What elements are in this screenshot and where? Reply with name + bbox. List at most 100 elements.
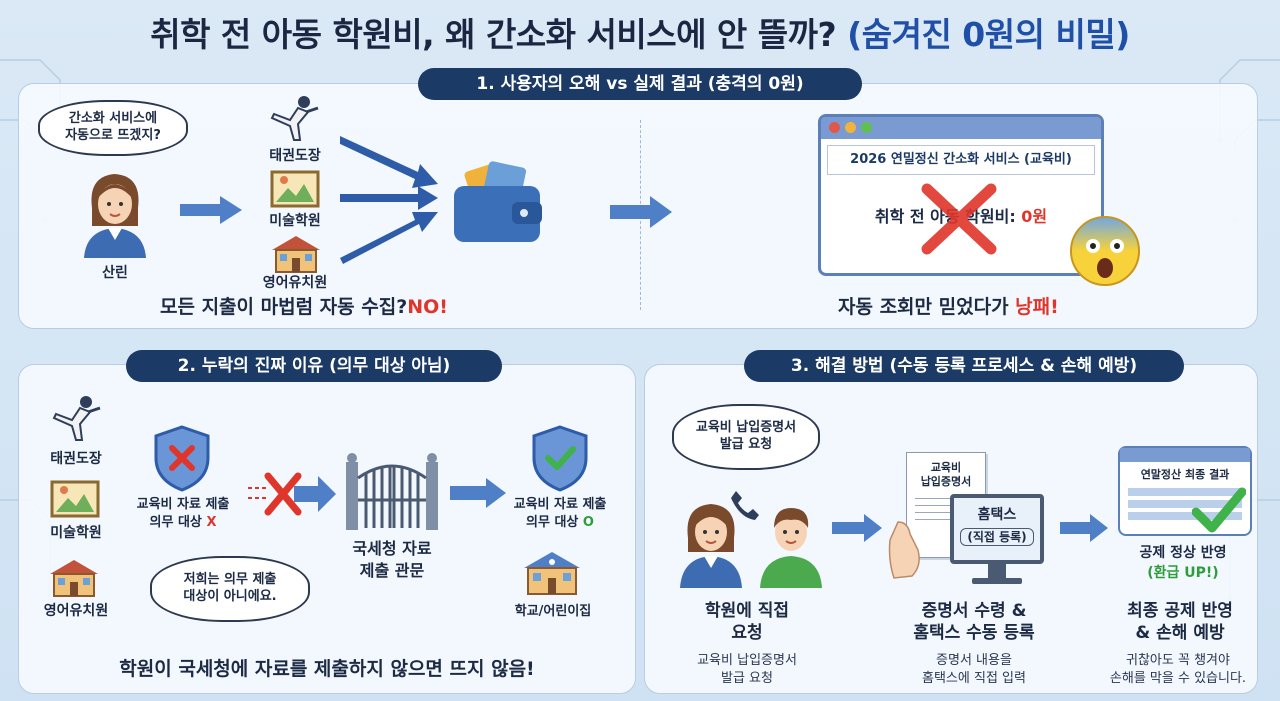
school-building-icon-2 — [50, 560, 98, 597]
gate-label: 국세청 자료 제출 관문 — [330, 538, 454, 581]
person-label: 산린 — [102, 265, 128, 281]
converging-arrows — [340, 136, 438, 264]
section2-conclusion: 학원이 국세청에 자료를 제출하지 않으면 뜨지 않음! — [119, 658, 535, 680]
caption-no: NO! — [407, 296, 448, 318]
window-maximize-dot — [861, 122, 872, 133]
man-parent-icon — [760, 508, 822, 588]
monitor-base — [972, 578, 1022, 584]
final-window-title: 연말정산 최종 결과 — [1140, 468, 1230, 481]
monitor-stand — [988, 564, 1006, 578]
result-caption-text: 자동 조회만 믿었다가 — [838, 296, 1016, 318]
doc-line-1: 교육비 — [930, 461, 962, 474]
doc-line-2: 납입증명서 — [920, 475, 972, 489]
result-line-1: 공제 정상 반영 — [1139, 545, 1227, 561]
final-window-bar — [1120, 448, 1250, 462]
step3-desc-2: 손해를 막을 수 있습니다. — [1109, 670, 1247, 686]
window-title: 2026 연밀정신 간소화 서비스 (교육비) — [827, 145, 1095, 175]
arrow-right-icon-3 — [450, 478, 506, 508]
duty-line-2: 의무 대상 — [526, 514, 583, 530]
step3-title-1: 최종 공제 반영 — [1127, 601, 1233, 621]
section2-source-art: 미술학원 — [50, 525, 102, 541]
page-title: 취학 전 아동 학원비, 왜 간소화 서비스에 안 뜰까? (숨겨진 0원의 비… — [0, 8, 1280, 56]
shield-x-icon — [154, 425, 210, 492]
blocked-arrow-icon — [248, 472, 336, 516]
final-result-text: 공제 정상 반영 (환급 UP!) — [1108, 544, 1258, 583]
academy-bubble-1: 저희는 의무 제출 — [183, 572, 277, 588]
school-icon — [524, 552, 580, 595]
step3-title-2: & 손해 예방 — [1135, 623, 1225, 644]
section1-caption: 모든 지출이 마법럼 자동 수집?NO! — [160, 292, 448, 319]
no-duty-mark: X — [206, 514, 217, 530]
woman-parent-icon — [680, 504, 742, 588]
result-window: 2026 연밀정신 간소화 서비스 (교육비) 취학 전 아동 학원비: 0원 — [818, 114, 1104, 276]
no-duty-line-1: 교육비 자료 제출 — [136, 497, 230, 512]
source-label-taekwondo: 태권도장 — [269, 148, 321, 164]
result-line-2: (환급 UP!) — [1147, 564, 1219, 581]
arrow-right-icon-2 — [610, 196, 672, 228]
step2-title-2: 홈택스 수동 등록 — [913, 623, 1035, 644]
step2-title: 증명서 수령 & 홈택스 수동 등록 — [884, 600, 1064, 644]
step2-title-1: 증명서 수령 & — [921, 601, 1027, 621]
gate-icon — [346, 453, 438, 530]
duty-text: 교육비 자료 제출 의무 대상 O — [492, 496, 628, 531]
arrow-right-icon-5 — [1060, 514, 1108, 542]
bubble-text-2: 자동으로 뜨겠지? — [65, 128, 161, 143]
taekwondo-icon-2 — [52, 396, 101, 441]
value-label: 취학 전 아동 학원비: — [874, 207, 1022, 226]
bubble-text-1: 간소화 서비스에 — [68, 111, 158, 127]
monitor-line-1: 홈택스 — [977, 507, 1017, 523]
arrow-right-icon-4 — [832, 514, 882, 542]
hand-icon — [888, 521, 920, 579]
source-label-kindergarten: 영어유치원 — [262, 275, 328, 291]
step2-desc: 증명서 내용을 홈택스에 직접 입력 — [884, 652, 1064, 687]
no-duty-line-2: 의무 대상 — [149, 514, 207, 530]
step2-desc-2: 홈택스에 직접 입력 — [922, 670, 1026, 686]
hometax-monitor: 홈택스 (직접 등록) — [950, 494, 1044, 564]
no-duty-text: 교육비 자료 제출 의무 대상 X — [116, 496, 250, 531]
window-value: 취학 전 아동 학원비: 0원 — [821, 203, 1101, 227]
step1-title-2: 요청 — [731, 623, 763, 644]
shield-check-icon — [532, 425, 588, 492]
section3-heading: 3. 해결 방법 (수동 등록 프로세스 & 손해 예방) — [744, 350, 1184, 382]
section2-heading: 2. 누락의 진짜 이유 (의무 대상 아님) — [126, 350, 502, 382]
caption-text: 모든 지출이 마법럼 자동 수집? — [160, 296, 408, 318]
window-minimize-dot — [845, 122, 856, 133]
gate-line-1: 국세청 자료 — [352, 539, 432, 558]
result-caption: 자동 조회만 믿었다가 낭패! — [838, 292, 1059, 319]
taekwondo-icon — [270, 96, 319, 141]
monitor-line-2: (직접 등록) — [960, 527, 1034, 547]
step3-title: 최종 공제 반영 & 손해 예방 — [1096, 600, 1264, 644]
request-bubble-1: 교육비 납입증명서 — [695, 420, 797, 436]
step3-desc-1: 귀찮아도 꼭 챙겨야 — [1126, 653, 1230, 668]
phone-icon — [731, 491, 759, 520]
final-result-window: 연말정산 최종 결과 — [1118, 446, 1252, 536]
duty-line-1: 교육비 자료 제출 — [513, 497, 607, 512]
big-x-icon — [921, 183, 997, 255]
duty-mark: O — [582, 514, 594, 530]
window-close-dot — [829, 122, 840, 133]
title-highlight: (숨겨진 0원의 비밀) — [847, 15, 1130, 54]
section2-panel — [18, 364, 636, 694]
section1-heading: 1. 사용자의 오해 vs 실제 결과 (충격의 0원) — [418, 68, 862, 100]
wallet-icon — [454, 161, 542, 242]
step2-desc-1: 증명서 내용을 — [936, 653, 1012, 668]
section2-source-kindergarten: 영어유치원 — [43, 603, 109, 619]
art-canvas-icon-2 — [50, 480, 100, 518]
academy-bubble-2: 대상이 아니에요. — [183, 589, 277, 604]
title-main: 취학 전 아동 학원비, 왜 간소화 서비스에 안 뜰까? — [150, 15, 837, 54]
step3-desc: 귀찮아도 꼭 챙겨야 손해를 막을 수 있습니다. — [1090, 652, 1266, 687]
arrow-right-icon — [180, 196, 242, 224]
result-fail: 낭패! — [1015, 296, 1059, 318]
school-building-icon — [272, 236, 320, 273]
gate-line-2: 제출 관문 — [359, 560, 425, 580]
woman-avatar-icon — [84, 174, 146, 258]
step1-desc-2: 발급 요청 — [721, 670, 773, 686]
value-number: 0원 — [1021, 207, 1048, 226]
request-bubble-2: 발급 요청 — [719, 437, 773, 452]
step1-desc-1: 교육비 납입증명서 — [697, 653, 797, 668]
school-label: 학교/어린이집 — [514, 604, 592, 619]
step1-title: 학원에 직접 요청 — [672, 600, 822, 644]
